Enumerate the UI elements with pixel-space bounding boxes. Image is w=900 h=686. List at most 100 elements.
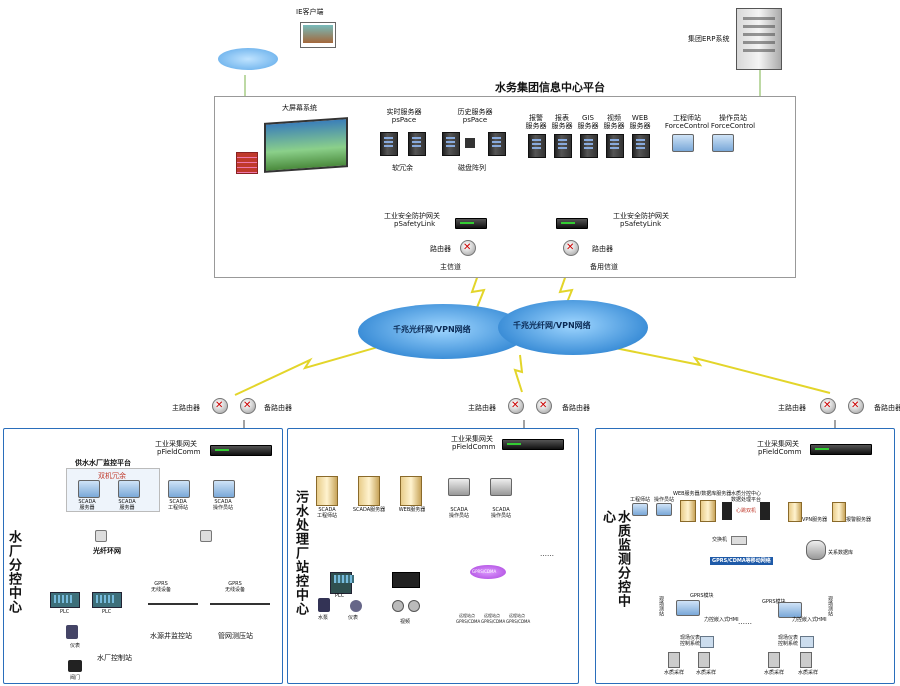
- collect-gw-label1: 工业采集网关: [155, 440, 197, 448]
- server-icon: [442, 132, 460, 156]
- eng-label: 工程师站: [630, 497, 651, 503]
- sampler-icon: [698, 652, 710, 668]
- cloud-label: 千兆光纤网/VPN网络: [393, 325, 471, 334]
- sewage-server-label: SCADA: [318, 507, 336, 513]
- hist-server-label2: psPace: [462, 116, 488, 124]
- disk-array-label: 磁盘阵列: [458, 164, 486, 172]
- inst-label: 仪表: [70, 643, 81, 649]
- gprs-cdma-label: GPRS/CDMA: [472, 569, 497, 574]
- ctrl-label: 现场仪表: [680, 635, 701, 641]
- router-label: 路由器: [430, 245, 451, 253]
- server-icon: [400, 476, 422, 506]
- sewage-server-label: 工程师站: [316, 513, 337, 519]
- collect-gateway-icon: [210, 445, 272, 456]
- water-plant-title: 水厂分控中心: [6, 530, 21, 614]
- op-label: 操作员站: [654, 497, 675, 503]
- router-icon: [212, 398, 228, 414]
- workstation-icon: [712, 134, 734, 152]
- platform-label1: 水质分控中心: [731, 491, 762, 497]
- switch-icon: [200, 530, 212, 542]
- gprs-module-label: GPRS模块: [762, 599, 786, 605]
- site-label: 现场测站: [827, 596, 833, 616]
- sampler-icon: [768, 652, 780, 668]
- big-screen-display: [264, 117, 348, 173]
- main-channel-label: 主信道: [440, 263, 461, 271]
- switch-label: 交换机: [712, 537, 728, 543]
- internet-cloud-icon: [218, 48, 278, 70]
- router-icon: [460, 240, 476, 256]
- server-icon: [788, 502, 802, 522]
- redundancy-label: 软冗余: [392, 164, 413, 172]
- redundant-label: 双机冗余: [98, 472, 126, 480]
- router-label: 路由器: [592, 245, 613, 253]
- router-icon: [820, 398, 836, 414]
- redundant-label: 心跳双机: [736, 508, 757, 514]
- valve-icon: [68, 660, 82, 672]
- collect-gw-label1: 工业采集网关: [757, 440, 799, 448]
- gprs-label: 无线设备: [224, 587, 245, 593]
- remote-label: 远程站点: [509, 613, 525, 618]
- main-router-label: 主路由器: [778, 404, 806, 412]
- backup-router-label: 备路由器: [264, 404, 292, 412]
- scada-label: SCADA: [118, 499, 136, 505]
- eng-station-label1: 工程师站: [673, 114, 701, 122]
- safety-gw-right-l2: pSafetyLink: [620, 220, 662, 228]
- gprs-module-label: GPRS模块: [690, 593, 714, 599]
- collect-gateway-icon: [810, 444, 872, 455]
- sampling-label: 水质采样: [664, 670, 685, 676]
- safety-gw-left-l2: pSafetyLink: [394, 220, 436, 228]
- water-quality-panel: [595, 428, 895, 684]
- safety-gateway-icon: [455, 218, 487, 229]
- server-label: WEB: [631, 114, 649, 122]
- scada-label: SCADA: [78, 499, 96, 505]
- server-label: GIS: [582, 114, 594, 122]
- remote-label: 远程站点: [484, 613, 500, 618]
- scada-label: SCADA: [169, 499, 187, 505]
- sewage-server-label: 操作员站: [448, 513, 469, 519]
- scada-label: 服务器: [79, 505, 95, 511]
- rt-server-label1: 实时服务器: [386, 108, 422, 116]
- remote-label: GPRS/CDMA: [456, 619, 481, 624]
- collect-gw-label2: pFieldComm: [452, 443, 496, 451]
- safety-gateway-icon: [556, 218, 588, 229]
- backup-channel-label: 备用信道: [590, 263, 618, 271]
- router-icon: [536, 398, 552, 414]
- gprs-net-label: GPRS/CDMA等移动网络: [710, 557, 773, 565]
- sewage-plant-panel: [287, 428, 579, 684]
- plc-icon: [50, 592, 80, 608]
- sampler-icon: [668, 652, 680, 668]
- sewage-plant-title: 污水处理厂站控中心: [293, 490, 308, 616]
- plc-icon: [92, 592, 122, 608]
- op-station-label2: ForceControl: [710, 122, 756, 130]
- plc-label: PLC: [335, 593, 345, 599]
- server-label: 服务器: [629, 122, 651, 130]
- gprs-cloud-icon: [470, 565, 506, 579]
- firewall-icon: [236, 152, 258, 174]
- remote-label: GPRS/CDMA: [506, 619, 531, 624]
- server-icon: [632, 134, 650, 158]
- site-label: 现场测站: [658, 596, 664, 616]
- network-cloud: [498, 300, 648, 355]
- instrument-icon: [800, 636, 814, 648]
- router-icon: [508, 398, 524, 414]
- workstation-icon: [78, 480, 100, 498]
- router-icon: [848, 398, 864, 414]
- scada-label: 服务器: [119, 505, 135, 511]
- server-icon: [832, 502, 846, 522]
- server-icon: [408, 132, 426, 156]
- water-quality-title: 水质监测分控中心: [600, 510, 630, 608]
- switch-icon: [731, 536, 747, 545]
- hist-server-label1: 历史服务器: [457, 108, 493, 116]
- video-label: 视频: [400, 619, 411, 625]
- backup-router-label: 备路由器: [874, 404, 900, 412]
- sampling-label: 水质采样: [696, 670, 717, 676]
- sewage-server-label: 操作员站: [490, 513, 511, 519]
- big-screen-label: 大屏幕系统: [282, 104, 317, 112]
- collect-gw-label2: pFieldComm: [157, 448, 201, 456]
- plc-label: PLC: [102, 609, 112, 615]
- meter-icon: [350, 600, 362, 612]
- server-label: 视频: [607, 114, 621, 122]
- web-db-label: WEB服务器/数据库服务器: [673, 491, 732, 497]
- disk-array-icon: [465, 138, 475, 148]
- instrument-icon: [700, 636, 714, 648]
